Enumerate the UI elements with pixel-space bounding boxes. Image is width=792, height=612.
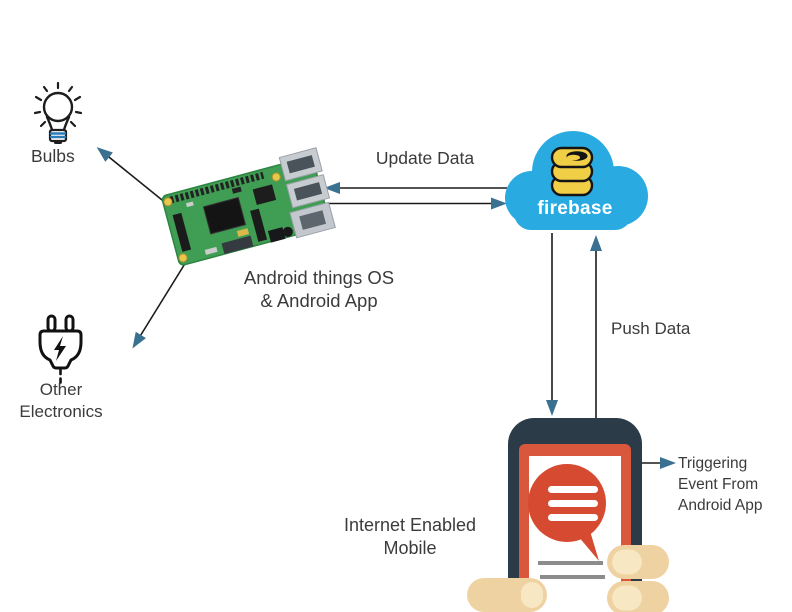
mobile-caption-line2: Mobile [383,538,437,558]
lightbulb-icon [33,81,83,144]
arrow-to-other-electronics [132,261,187,349]
triggering-event-line1: Triggering [678,455,748,472]
triggering-event-label: Triggering Event From Android App [678,453,790,516]
power-plug-icon [38,314,83,386]
mobile-caption: Internet Enabled Mobile [329,514,491,560]
bulbs-label: Bulbs [31,146,75,166]
arrow-to-bulbs [96,147,168,205]
database-icon [550,146,594,197]
mobile-caption-line1: Internet Enabled [343,515,477,535]
connector-arrows [96,147,676,469]
controller-caption-line1: Android things OS [243,267,395,288]
smartphone-in-hand [467,418,669,612]
update-data-label: Update Data [375,148,475,168]
other-electronics-label: Other Electronics [8,379,114,423]
push-data-label: Push Data [611,319,691,338]
other-electronics-line1: Other [39,380,83,399]
chat-bubble-icon [528,464,606,561]
hand-fingers [467,545,669,612]
triggering-event-line3: Android App [678,497,763,514]
raspberry-pi-board [161,147,336,266]
other-electronics-line2: Electronics [19,402,103,421]
controller-caption: Android things OS & Android App [223,266,415,312]
triggering-event-line2: Event From [678,476,759,493]
controller-caption-line2: & Android App [260,290,378,311]
firebase-label: firebase [537,198,613,219]
